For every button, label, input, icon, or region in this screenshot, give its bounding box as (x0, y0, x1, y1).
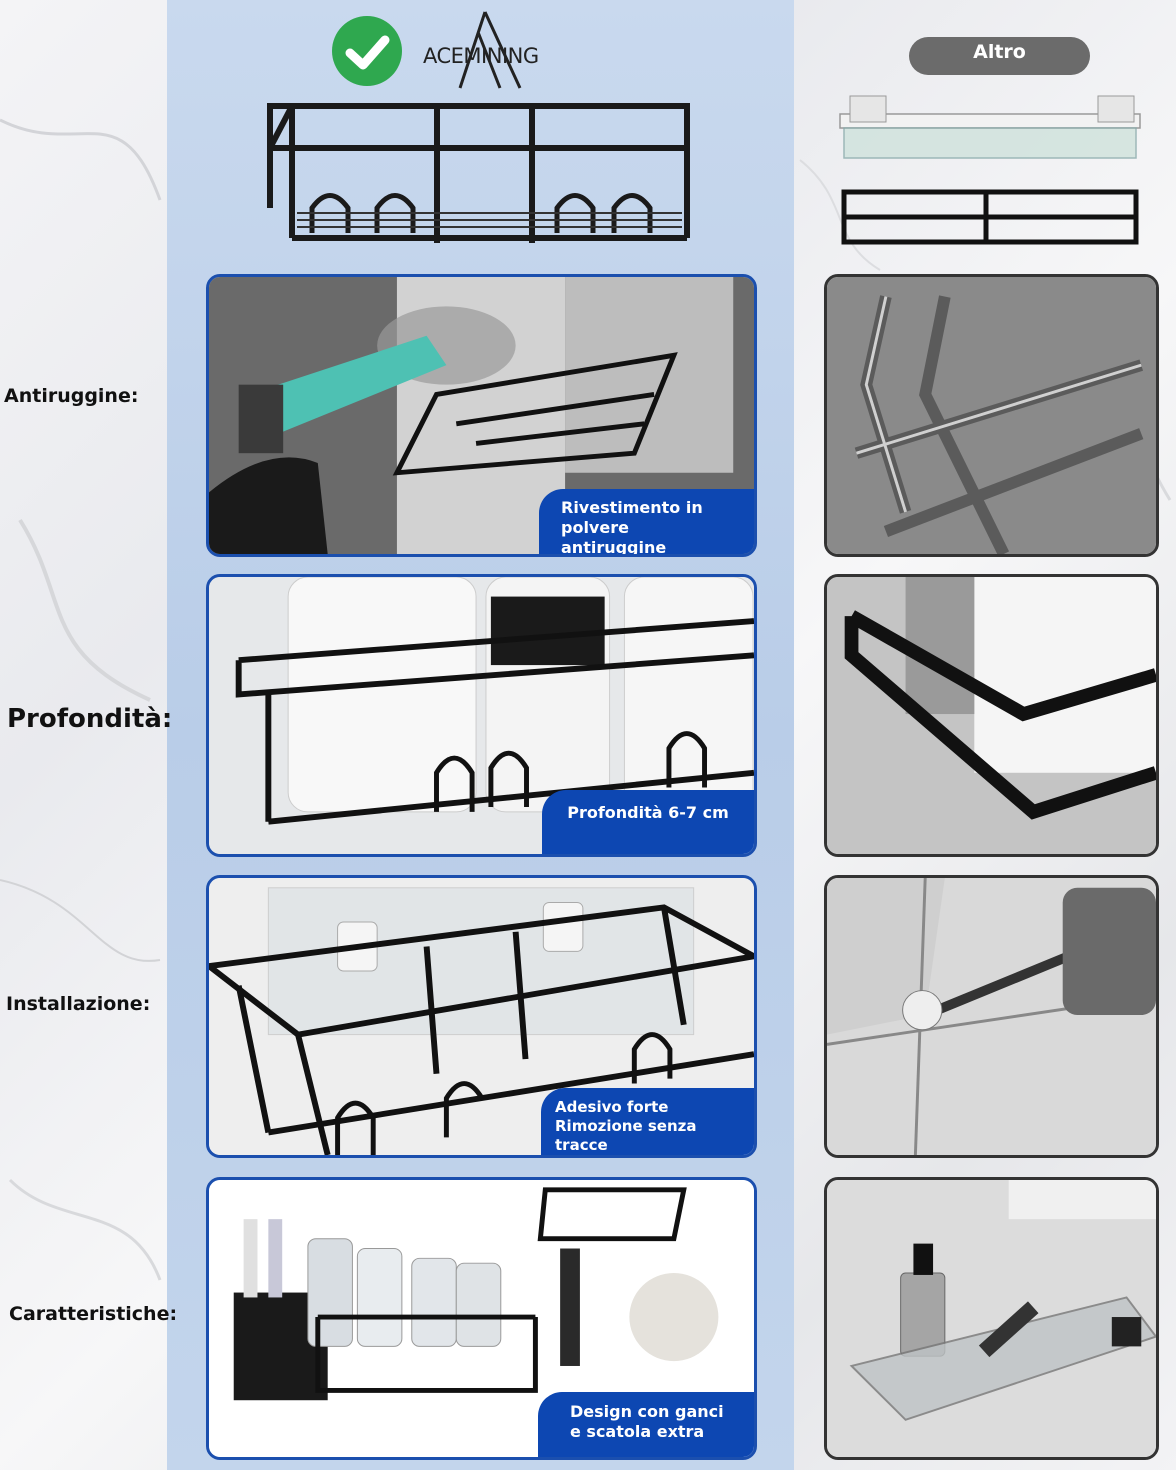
shallow-shelf-image (827, 577, 1156, 854)
acemining-logo-icon (458, 11, 522, 89)
rust-proof-panel: Rivestimento in polvere antiruggine (206, 274, 757, 557)
caption-depth: Profondità 6-7 cm (542, 790, 754, 854)
drilling-wall-image (827, 878, 1156, 1155)
powder-coating-image (209, 277, 754, 554)
label-installazione: Installazione: (6, 993, 151, 1015)
caption-install: Adesivo forte Rimozione senza tracce (541, 1088, 754, 1155)
depth-panel: Profondità 6-7 cm (206, 574, 757, 857)
other-rust-panel (824, 274, 1159, 557)
caption-rust: Rivestimento in polvere antiruggine (539, 489, 754, 554)
checkmark-icon (332, 16, 402, 86)
glass-shelf-image (827, 1180, 1156, 1457)
other-install-panel (824, 875, 1159, 1158)
other-features-panel (824, 1177, 1159, 1460)
brand-logo-text: ACEMINING (423, 44, 539, 68)
rusty-shelf-image (827, 277, 1156, 554)
label-caratteristiche: Caratteristiche: (9, 1303, 178, 1325)
label-antiruggine: Antiruggine: (4, 385, 139, 407)
altro-badge: Altro (909, 37, 1090, 75)
other-depth-panel (824, 574, 1159, 857)
acemining-shelf-image (267, 103, 690, 243)
label-profondita: Profondità: (7, 704, 173, 734)
adhesive-install-image (209, 878, 754, 1155)
caption-features: Design con ganci e scatola extra (538, 1392, 754, 1457)
features-panel: Design con ganci e scatola extra (206, 1177, 757, 1460)
other-shelf-image (839, 95, 1141, 245)
installation-panel: Adesivo forte Rimozione senza tracce (206, 875, 757, 1158)
